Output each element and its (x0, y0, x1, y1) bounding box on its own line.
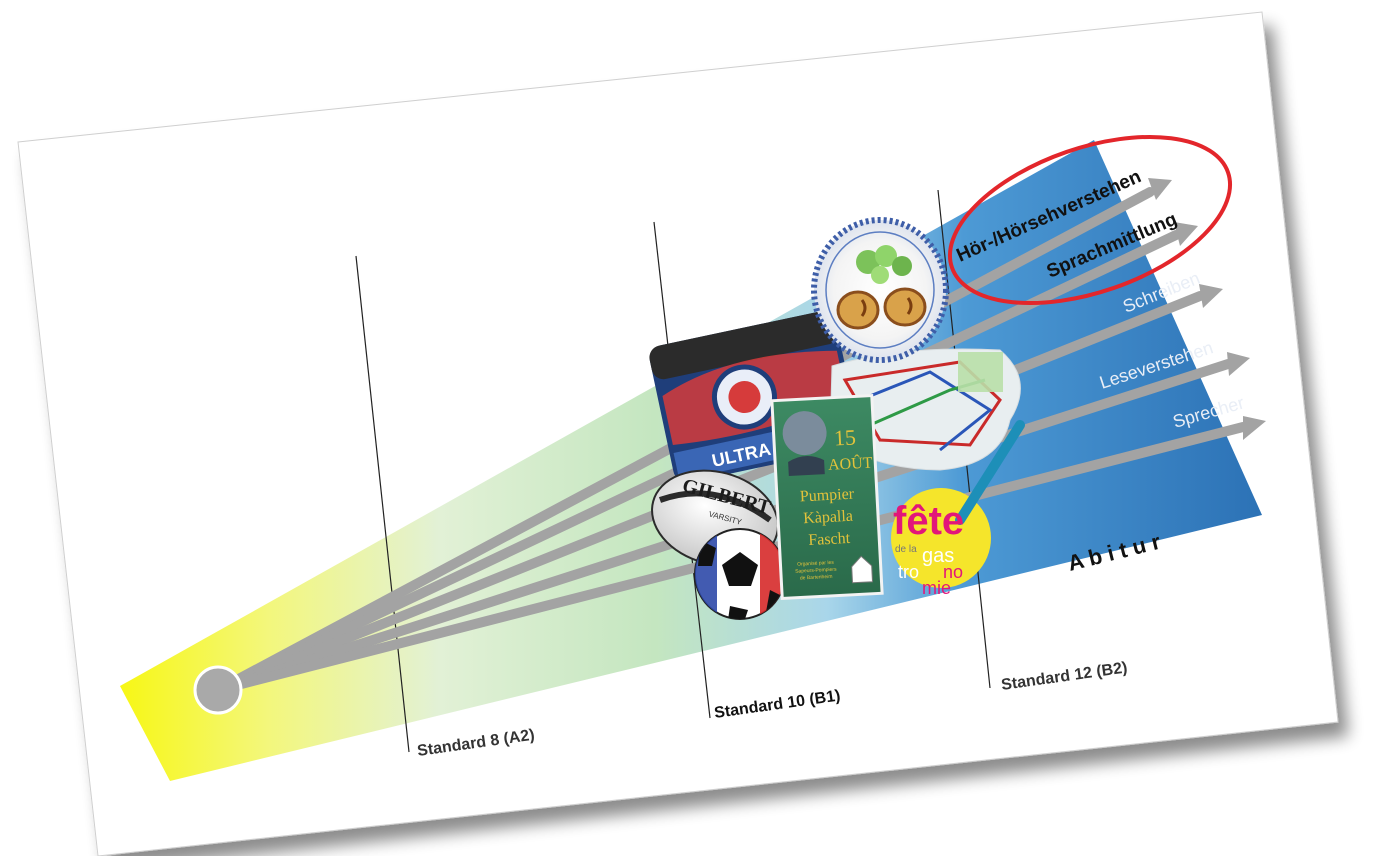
poster-line-2: Kàpalla (803, 508, 854, 528)
mie-text: mie (922, 578, 951, 598)
poster-small-1: Organisé par les (797, 560, 834, 568)
origin-circle (193, 665, 243, 715)
arrowhead-sprechen (1243, 416, 1266, 440)
fete-text: fête (893, 499, 964, 543)
fete-gastronomie-image: fête de la gas tro no mie (891, 420, 1025, 598)
gas-text: gas (922, 545, 954, 567)
arrowhead-hoeren (1148, 178, 1172, 200)
poster-line-1: Pumpier (799, 486, 855, 506)
poster-month: AOÛT (828, 453, 874, 474)
poster-number: 15 (833, 424, 856, 450)
stadium-photo: ULTRA (649, 310, 860, 483)
poster-image: 15 AOÛT Pumpier Kàpalla Fascht Organisé … (770, 393, 884, 601)
arrowhead-lesen (1227, 352, 1250, 376)
poster-small-2: Sapeurs-Pompiers (795, 567, 837, 575)
dela-text: de la (895, 544, 917, 555)
no-text: no (943, 562, 963, 582)
standard-8-divider (355, 255, 410, 753)
plate-image (811, 217, 949, 363)
highlight-ellipse (947, 134, 1233, 306)
map-image (829, 348, 1021, 471)
tro-text: tro (898, 562, 919, 582)
poster-line-3: Fascht (808, 530, 851, 549)
arrowhead-sprachmittlung (1174, 222, 1198, 246)
ray-arrowheads (1148, 178, 1266, 440)
arrowhead-schreiben (1199, 284, 1223, 308)
poster-small-3: de Bartenheim (800, 574, 833, 582)
